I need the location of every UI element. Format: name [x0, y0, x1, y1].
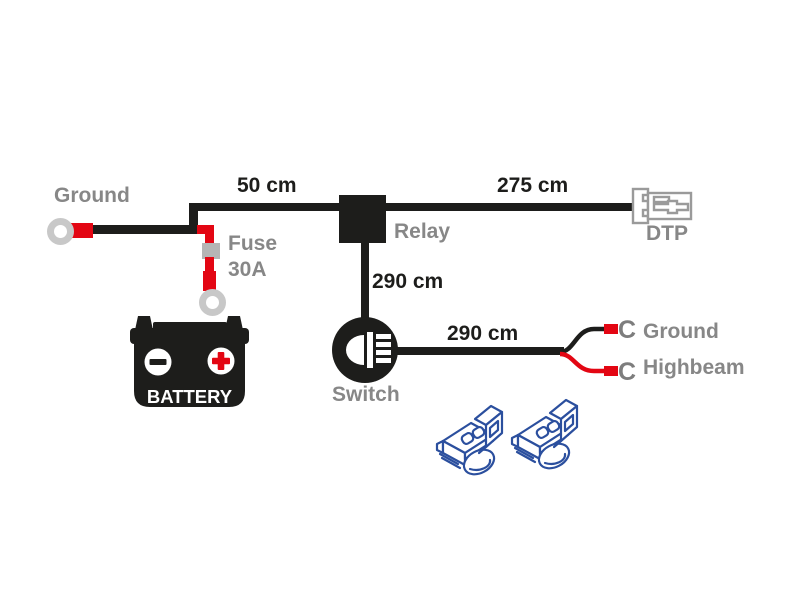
- fork-terminal-highbeam-icon: C: [618, 358, 637, 386]
- wire-relay-to-dtp: [386, 203, 640, 211]
- battery-post-left-icon: [135, 316, 153, 330]
- wire-splitter-icon: [559, 324, 618, 376]
- wire-275cm-label: 275 cm: [497, 174, 569, 197]
- fork-terminal-ground-icon: C: [618, 316, 637, 344]
- wire-relay-to-switch: [361, 243, 369, 323]
- ground-terminal-sleeve: [71, 223, 93, 238]
- quick-splice-connector-right: [510, 398, 579, 475]
- fuse-wire-lower: [205, 257, 214, 275]
- wire-50cm-label: 50 cm: [237, 174, 297, 197]
- relay-label: Relay: [394, 220, 451, 243]
- highbeam-fork-sleeve: [604, 366, 618, 376]
- highbeam-label: Highbeam: [643, 356, 745, 379]
- split-wire-red: [559, 351, 605, 374]
- ground-left-label: Ground: [54, 184, 130, 207]
- ground-right-label: Ground: [643, 320, 719, 343]
- ground-ring-terminal-icon: [47, 218, 74, 245]
- battery-post-right-icon: [225, 316, 243, 330]
- wire-junction-to-relay: [189, 203, 339, 211]
- wire-junction-riser: [189, 203, 198, 234]
- fuse-label-line1: Fuse: [228, 232, 278, 255]
- battery-lid: [130, 328, 249, 344]
- fuse-label: Fuse 30A: [228, 231, 277, 283]
- relay-icon: [339, 195, 386, 243]
- headlight-beam-3: [376, 350, 391, 355]
- split-wire-black: [559, 326, 605, 355]
- wire-ground-to-junction: [90, 225, 197, 234]
- fuse-label-line2: 30A: [228, 258, 267, 281]
- headlight-dome: [346, 335, 364, 365]
- battery-label: BATTERY: [147, 386, 233, 407]
- switch-icon: [332, 317, 398, 383]
- plus-icon-v: [217, 352, 225, 370]
- dtp-inner-lock: [652, 195, 671, 204]
- wire-290cm-vertical-label: 290 cm: [372, 270, 444, 293]
- headlight-lens-bar: [367, 332, 373, 368]
- switch-label: Switch: [332, 383, 400, 406]
- dtp-plug-profile: [652, 199, 690, 215]
- battery-terminal-sleeve: [203, 271, 216, 291]
- dtp-label: DTP: [646, 222, 688, 245]
- battery-icon: BATTERY: [130, 316, 249, 407]
- wire-switch-to-split: [396, 347, 564, 355]
- fuse-holder-icon: [202, 243, 220, 259]
- headlight-beam-1: [376, 334, 391, 339]
- quick-splice-connector-left: [435, 404, 504, 481]
- wire-290cm-horizontal-label: 290 cm: [447, 322, 519, 345]
- headlight-beam-4: [376, 358, 391, 363]
- headlight-beam-2: [376, 342, 391, 347]
- dtp-connector-icon: [631, 187, 693, 225]
- ground-fork-sleeve: [604, 324, 618, 334]
- minus-icon: [149, 359, 167, 365]
- quick-splice-connectors-icon: [435, 398, 579, 481]
- battery-ring-terminal-icon: [199, 289, 226, 316]
- fuse-wire-upper: [205, 225, 214, 247]
